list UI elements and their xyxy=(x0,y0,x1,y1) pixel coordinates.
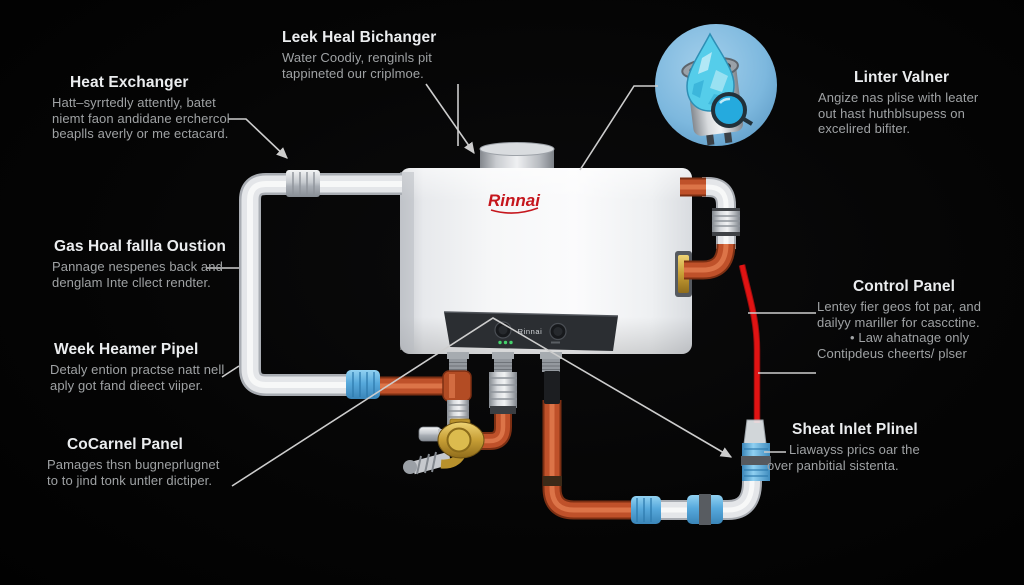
vent-cap-top xyxy=(479,142,555,156)
label-title: CoCarnel Panel xyxy=(67,436,183,453)
unit-bottom-connections xyxy=(447,352,562,372)
brass-valve-icon[interactable] xyxy=(418,418,485,459)
label-line: denglam Inte cllect rendter. xyxy=(52,274,211,290)
label-line: • Law ahatnage only xyxy=(850,330,970,345)
label-line: Angize nas plise with leater xyxy=(818,90,979,105)
label-linter-valner: Linter Valner Angize nas plise with leat… xyxy=(818,69,1018,137)
label-title: Control Panel xyxy=(853,278,956,295)
label-line: dailyy mariller for cascctine. xyxy=(817,314,980,330)
tankless-water-heater-unit: Rinnai Rinnai xyxy=(400,142,692,372)
water-drop-badge xyxy=(655,24,777,146)
label-title: Leek Heal Bichanger xyxy=(282,29,437,46)
leader-cocarnel xyxy=(231,317,733,487)
panel-readout xyxy=(551,341,560,344)
leader-heat-exchanger xyxy=(228,118,288,159)
label-title: Week Heamer Pipel xyxy=(54,341,199,358)
black-sleeve xyxy=(544,371,560,404)
label-control-panel: Control Panel Lentey fier geos fot par, … xyxy=(817,278,1017,361)
fittings xyxy=(286,170,771,525)
label-title: Sheat Inlet Plinel xyxy=(792,421,918,438)
label-sheat-inlet-plinel: Sheat Inlet Plinel Liawayss prics oar th… xyxy=(767,421,967,473)
label-line: Liawayss prics oar the xyxy=(789,442,920,457)
water-drop-icon xyxy=(686,32,735,112)
label-title: Linter Valner xyxy=(854,69,950,86)
logo-swoosh xyxy=(490,207,539,214)
label-line: to to jind tonk untler dictiper. xyxy=(47,472,213,488)
leader-badge xyxy=(579,85,658,171)
panel-status-leds xyxy=(498,340,513,345)
label-week-heamer-pipel: Week Heamer Pipel Detaly ention practse … xyxy=(50,341,250,393)
leader-leek-arrow xyxy=(425,83,475,155)
rinnai-logo: Rinnai xyxy=(488,191,541,210)
label-line: Hatt–syrrtedly attently, batet xyxy=(52,95,216,110)
label-cocarnel-panel: CoCarnel Panel Pamages thsn bugneprlugne… xyxy=(47,436,247,488)
label-line: Water Coodiy, renginls pit xyxy=(282,50,432,65)
label-gas-hoal-oustion: Gas Hoal fallla Oustion Pannage nespenes… xyxy=(52,238,252,290)
leader-week xyxy=(221,365,240,378)
magnifier-icon xyxy=(711,92,754,128)
label-heat-exchanger: Heat Exchanger Hatt–syrrtedly attently, … xyxy=(52,74,252,142)
label-line: out hast huthblsupess on xyxy=(818,105,965,121)
copper-drain-pipe xyxy=(543,400,636,510)
unit-control-panel: Rinnai xyxy=(443,311,619,351)
unit-left-edge xyxy=(400,172,414,350)
white-pipe-loop xyxy=(250,184,402,385)
blue-coupling-left xyxy=(346,370,380,399)
label-leek-heal-exchanger: Leek Heal Bichanger Water Coodiy, rengin… xyxy=(282,29,462,81)
label-line: Pannage nespenes back and xyxy=(52,259,223,274)
leader-lines xyxy=(206,83,816,487)
label-line: beaplls averly or me ectacard. xyxy=(52,126,229,141)
label-line: aply got fand dieect viiper. xyxy=(50,377,204,393)
panel-knob-right-center xyxy=(553,327,563,336)
label-line: over panbitial sistenta. xyxy=(767,457,899,473)
red-hot-line xyxy=(742,265,757,423)
label-line: tappineted our criplmoe. xyxy=(282,65,424,81)
blue-coupling-bottom-2 xyxy=(687,494,723,525)
panel-knob-left-center xyxy=(498,325,508,335)
panel-brand-text: Rinnai xyxy=(518,327,543,336)
gas-valve-assembly xyxy=(403,370,485,475)
label-line: Lentey fier geos fot par, and xyxy=(817,299,982,314)
water-inlet-filter xyxy=(741,419,771,481)
label-line: excelired bifiter. xyxy=(818,121,911,136)
label-line: Detaly ention practse natt nell xyxy=(50,362,225,377)
label-line: Contipdeus cheerts/ plser xyxy=(817,345,967,361)
piping xyxy=(250,184,752,510)
label-line: niemt faon andidane erchercol xyxy=(52,110,230,126)
label-line: Pamages thsn bugneprlugnet xyxy=(47,457,220,472)
flex-coupling xyxy=(712,208,740,236)
label-title: Heat Exchanger xyxy=(70,74,189,91)
unit-shading xyxy=(400,168,692,354)
pipe-union xyxy=(286,170,320,197)
label-title: Gas Hoal fallla Oustion xyxy=(54,238,226,255)
silver-coupling-middle xyxy=(489,372,517,414)
pipe-collar xyxy=(543,476,562,486)
recirculation-loop xyxy=(680,187,740,270)
blue-coupling-bottom-1 xyxy=(631,496,661,524)
